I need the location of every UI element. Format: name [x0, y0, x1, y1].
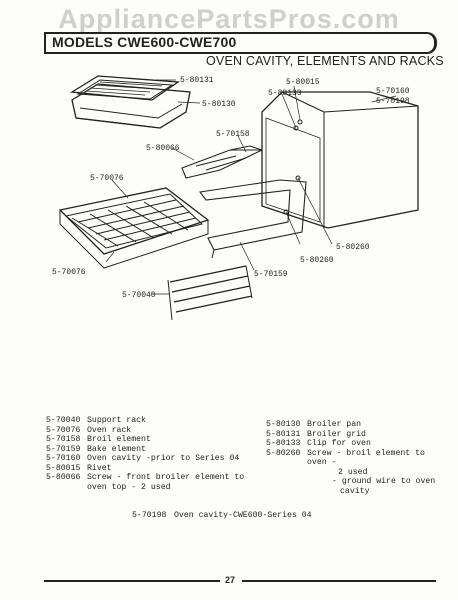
part-number: 5-80133 — [266, 439, 301, 448]
broiler-grid-part — [70, 75, 180, 101]
part-description-continued: 2 used — [338, 467, 368, 477]
callout-5-80260-a: 5-80260 — [336, 243, 370, 252]
part-description: Clip for oven — [307, 439, 371, 448]
part-description: Rivet — [87, 463, 112, 473]
part-description: Screw - broil element to oven - — [307, 448, 430, 468]
callout-5-70198: 5-70198 — [376, 97, 410, 106]
section-title: OVEN CAVITY, ELEMENTS AND RACKS — [206, 54, 444, 68]
legend-row: 5-70160 Oven cavity -prior to Series 04 — [46, 454, 246, 464]
part-number: 5-80130 — [266, 420, 301, 429]
note-part-number: 5-70198 — [132, 511, 167, 520]
callout-5-80130: 5-80130 — [202, 100, 236, 109]
callout-5-70160: 5-70160 — [376, 87, 410, 96]
leader-lines — [105, 79, 397, 295]
oven-rack-part — [58, 187, 210, 269]
callout-5-70159: 5-70159 — [254, 270, 288, 279]
part-description-extra-line: - ground wire to oven — [332, 477, 436, 486]
part-description-continued: oven top - 2 used — [87, 482, 171, 492]
part-description: Broiler grid — [307, 429, 366, 439]
callout-5-80131: 5-80131 — [180, 76, 214, 85]
part-description: Support rack — [87, 416, 146, 425]
footer-rule-left — [44, 580, 220, 582]
legend-row: 5-70040 Support rack — [46, 416, 246, 426]
part-description: Broiler pan — [307, 420, 362, 429]
oven-cavity-part — [261, 91, 419, 229]
part-number: 5-70040 — [46, 416, 81, 425]
footer-rule-right — [242, 580, 436, 582]
model-header-bar: MODELS CWE600-CWE700 — [44, 32, 437, 54]
bake-element-part — [199, 179, 307, 259]
callout-5-70076-top: 5-70076 — [90, 174, 124, 183]
part-description: Bake element — [87, 444, 146, 454]
note-description: Oven cavity-CWE600-Series 04 — [174, 511, 312, 520]
legend-row: 5-80133 Clip for oven — [266, 439, 446, 449]
legend-row: 5-80015 Rivet — [46, 464, 246, 474]
callout-5-80066: 5-80066 — [146, 144, 180, 153]
series-note: 5-70198 Oven cavity-CWE600-Series 04 — [132, 511, 312, 520]
parts-legend-right: 5-80130 Broiler pan 5-80131 Broiler grid 5… — [266, 420, 446, 496]
part-number: 5-70160 — [46, 454, 81, 463]
part-number: 5-80066 — [46, 473, 81, 482]
part-number: 5-80015 — [46, 463, 81, 473]
support-rack-part — [167, 265, 253, 321]
part-description: Screw - front broiler element to — [87, 473, 245, 482]
legend-row: 5-70158 Broil element — [46, 435, 246, 445]
callout-5-70158: 5-70158 — [216, 130, 250, 139]
part-description: Oven rack — [87, 425, 132, 435]
legend-row: 5-80066 Screw - front broiler element to — [46, 473, 246, 483]
legend-row: 5-70076 Oven rack — [46, 426, 246, 436]
legend-row: 5-70159 Bake element — [46, 445, 246, 455]
callout-5-70040: 5-70040 — [122, 291, 156, 300]
part-number: 5-70076 — [46, 425, 81, 435]
callout-5-80015: 5-80015 — [286, 78, 320, 87]
watermark: AppliancePartsPros.com — [58, 4, 400, 34]
part-description: Broil element — [87, 435, 151, 444]
broil-element-part — [181, 145, 263, 179]
part-number: 5-80260 — [266, 448, 301, 458]
legend-row: 5-80260 Screw - broil element to oven - — [266, 449, 446, 468]
part-number: 5-80131 — [266, 429, 301, 439]
callout-5-80260-b: 5-80260 — [300, 256, 334, 265]
model-label: MODELS CWE600-CWE700 — [52, 34, 237, 50]
legend-row: 5-80131 Broiler grid — [266, 430, 446, 440]
parts-legend-left: 5-70040 Support rack 5-70076 Oven rack 5-7… — [46, 416, 246, 492]
page-number: 27 — [225, 575, 236, 585]
broiler-pan-part — [71, 83, 191, 129]
part-number: 5-70159 — [46, 444, 81, 454]
part-description: Oven cavity -prior to Series 04 — [87, 454, 240, 463]
part-description-extra-line: cavity — [340, 486, 370, 496]
callout-5-80133: 5-80133 — [268, 89, 302, 98]
part-number: 5-70158 — [46, 435, 81, 444]
legend-row: 5-80130 Broiler pan — [266, 420, 446, 430]
callout-5-70076-bottom: 5-70076 — [52, 268, 86, 277]
